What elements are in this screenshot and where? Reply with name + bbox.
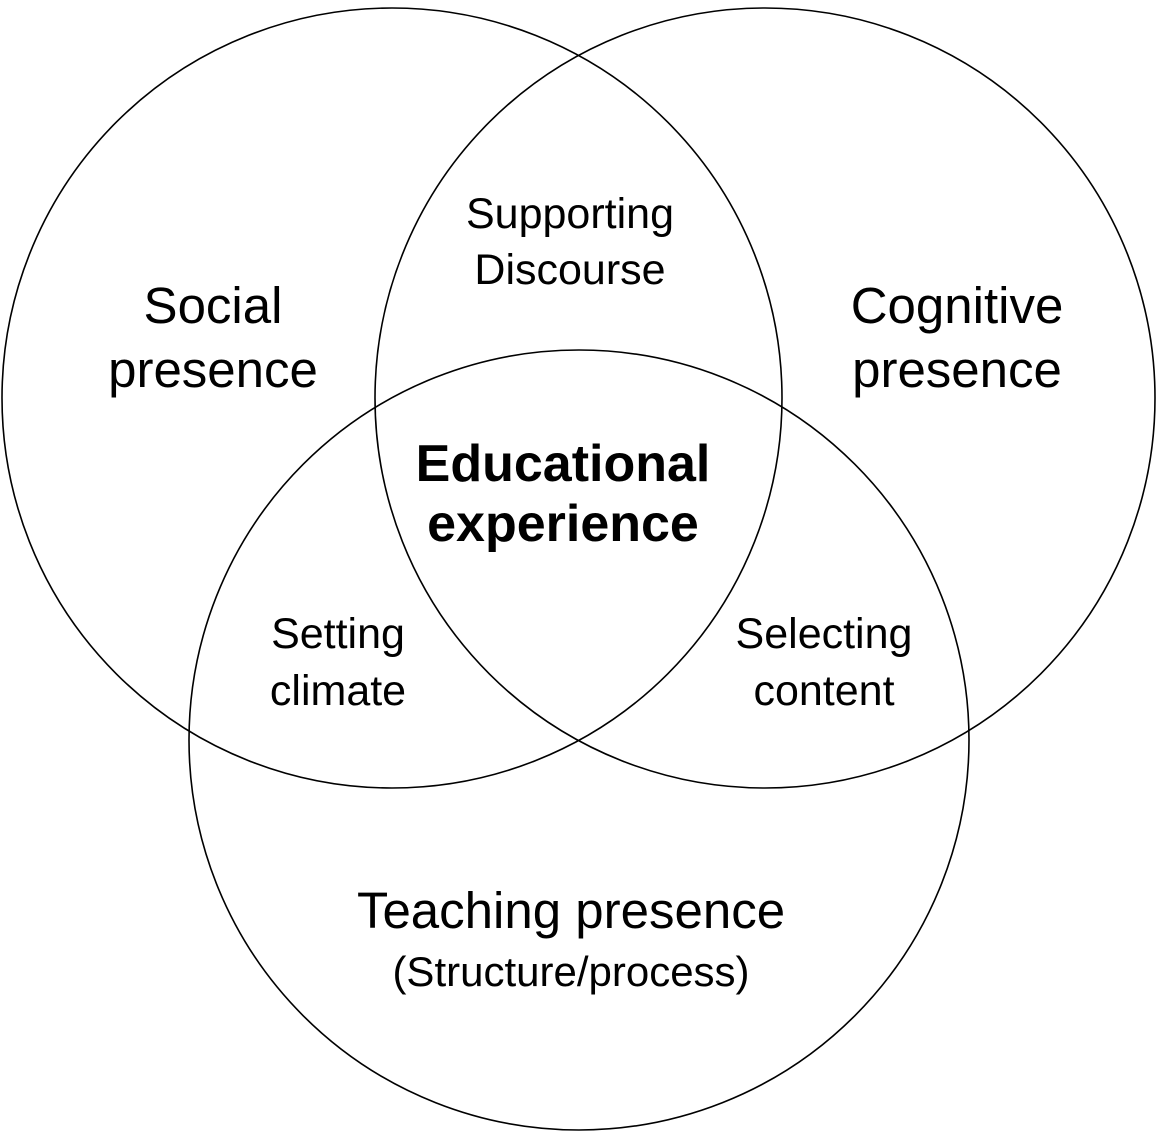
setting-climate-label-line-2: climate [270, 667, 406, 715]
supporting-discourse-label-line-2: Discourse [474, 246, 665, 294]
setting-climate-label-line-1: Setting [271, 610, 405, 658]
supporting-discourse-label-line-1: Supporting [466, 190, 674, 238]
selecting-content-label-line-1: Selecting [736, 610, 913, 658]
teaching-presence-circle [188, 349, 970, 1131]
social-presence-circle [1, 7, 783, 789]
cognitive-presence-label-line-1: Cognitive [851, 277, 1064, 334]
selecting-content-label-line-2: content [753, 667, 894, 715]
social-presence-label-line-1: Social [144, 277, 283, 334]
educational-experience-label-line-2: experience [427, 495, 699, 553]
social-presence-label-line-2: presence [108, 341, 318, 398]
cognitive-presence-circle [374, 7, 1156, 789]
teaching-presence-label-line-2: (Structure/process) [392, 948, 749, 995]
cognitive-presence-label-line-2: presence [852, 341, 1062, 398]
educational-experience-label-line-1: Educational [416, 435, 711, 493]
teaching-presence-label-line-1: Teaching presence [357, 882, 785, 939]
